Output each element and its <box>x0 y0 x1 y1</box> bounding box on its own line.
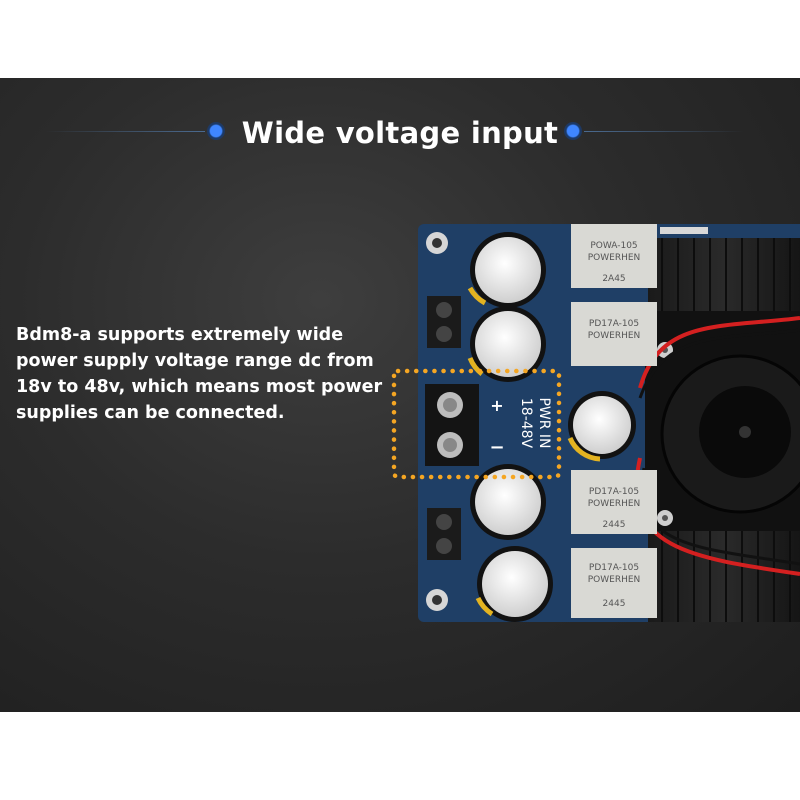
capacitor-5 <box>567 391 636 462</box>
title-line-right <box>584 131 744 132</box>
svg-text:2A45: 2A45 <box>602 274 625 284</box>
pwr-in-label: PWR IN <box>536 397 552 448</box>
product-banner: Wide voltage input Bdm8-a supports extre… <box>0 78 800 712</box>
svg-text:PD17A-105: PD17A-105 <box>589 319 639 329</box>
plus-symbol: + <box>490 396 503 415</box>
svg-text:2445: 2445 <box>603 520 626 530</box>
svg-text:2445: 2445 <box>603 599 626 609</box>
feature-description: Bdm8-a supports extremely wide power sup… <box>16 325 383 423</box>
svg-text:PD17A-105: PD17A-105 <box>589 487 639 497</box>
inductor-3: PD17A-105 POWERHEN 2445 <box>571 470 657 534</box>
svg-text:POWERHEN: POWERHEN <box>588 253 641 263</box>
capacitor-1 <box>467 232 546 308</box>
title-line-left <box>45 131 205 132</box>
svg-text:POWA-105: POWA-105 <box>590 241 637 251</box>
amplifier-board-image: POWA-105 POWERHEN 2A45 PD17A-105 POWERHE… <box>391 224 800 622</box>
svg-text:PD17A-105: PD17A-105 <box>589 563 639 573</box>
svg-text:POWERHEN: POWERHEN <box>588 575 641 585</box>
inductor-4: PD17A-105 POWERHEN 2445 <box>571 548 657 618</box>
svg-text:POWERHEN: POWERHEN <box>588 499 641 509</box>
fan-wire-black <box>638 328 800 399</box>
voltage-label: 18-48V <box>518 398 534 449</box>
capacitor-4 <box>475 546 553 622</box>
svg-text:POWERHEN: POWERHEN <box>588 331 641 341</box>
minus-symbol: − <box>489 437 504 458</box>
inductor-1: POWA-105 POWERHEN 2A45 <box>571 224 657 288</box>
capacitor-2 <box>467 306 546 382</box>
title-dot-left <box>207 122 225 140</box>
power-input-highlight <box>391 368 562 480</box>
title-dot-right <box>564 122 582 140</box>
page-title: Wide voltage input <box>241 116 559 150</box>
inductor-2: PD17A-105 POWERHEN <box>571 302 657 366</box>
capacitor-3 <box>470 464 546 540</box>
